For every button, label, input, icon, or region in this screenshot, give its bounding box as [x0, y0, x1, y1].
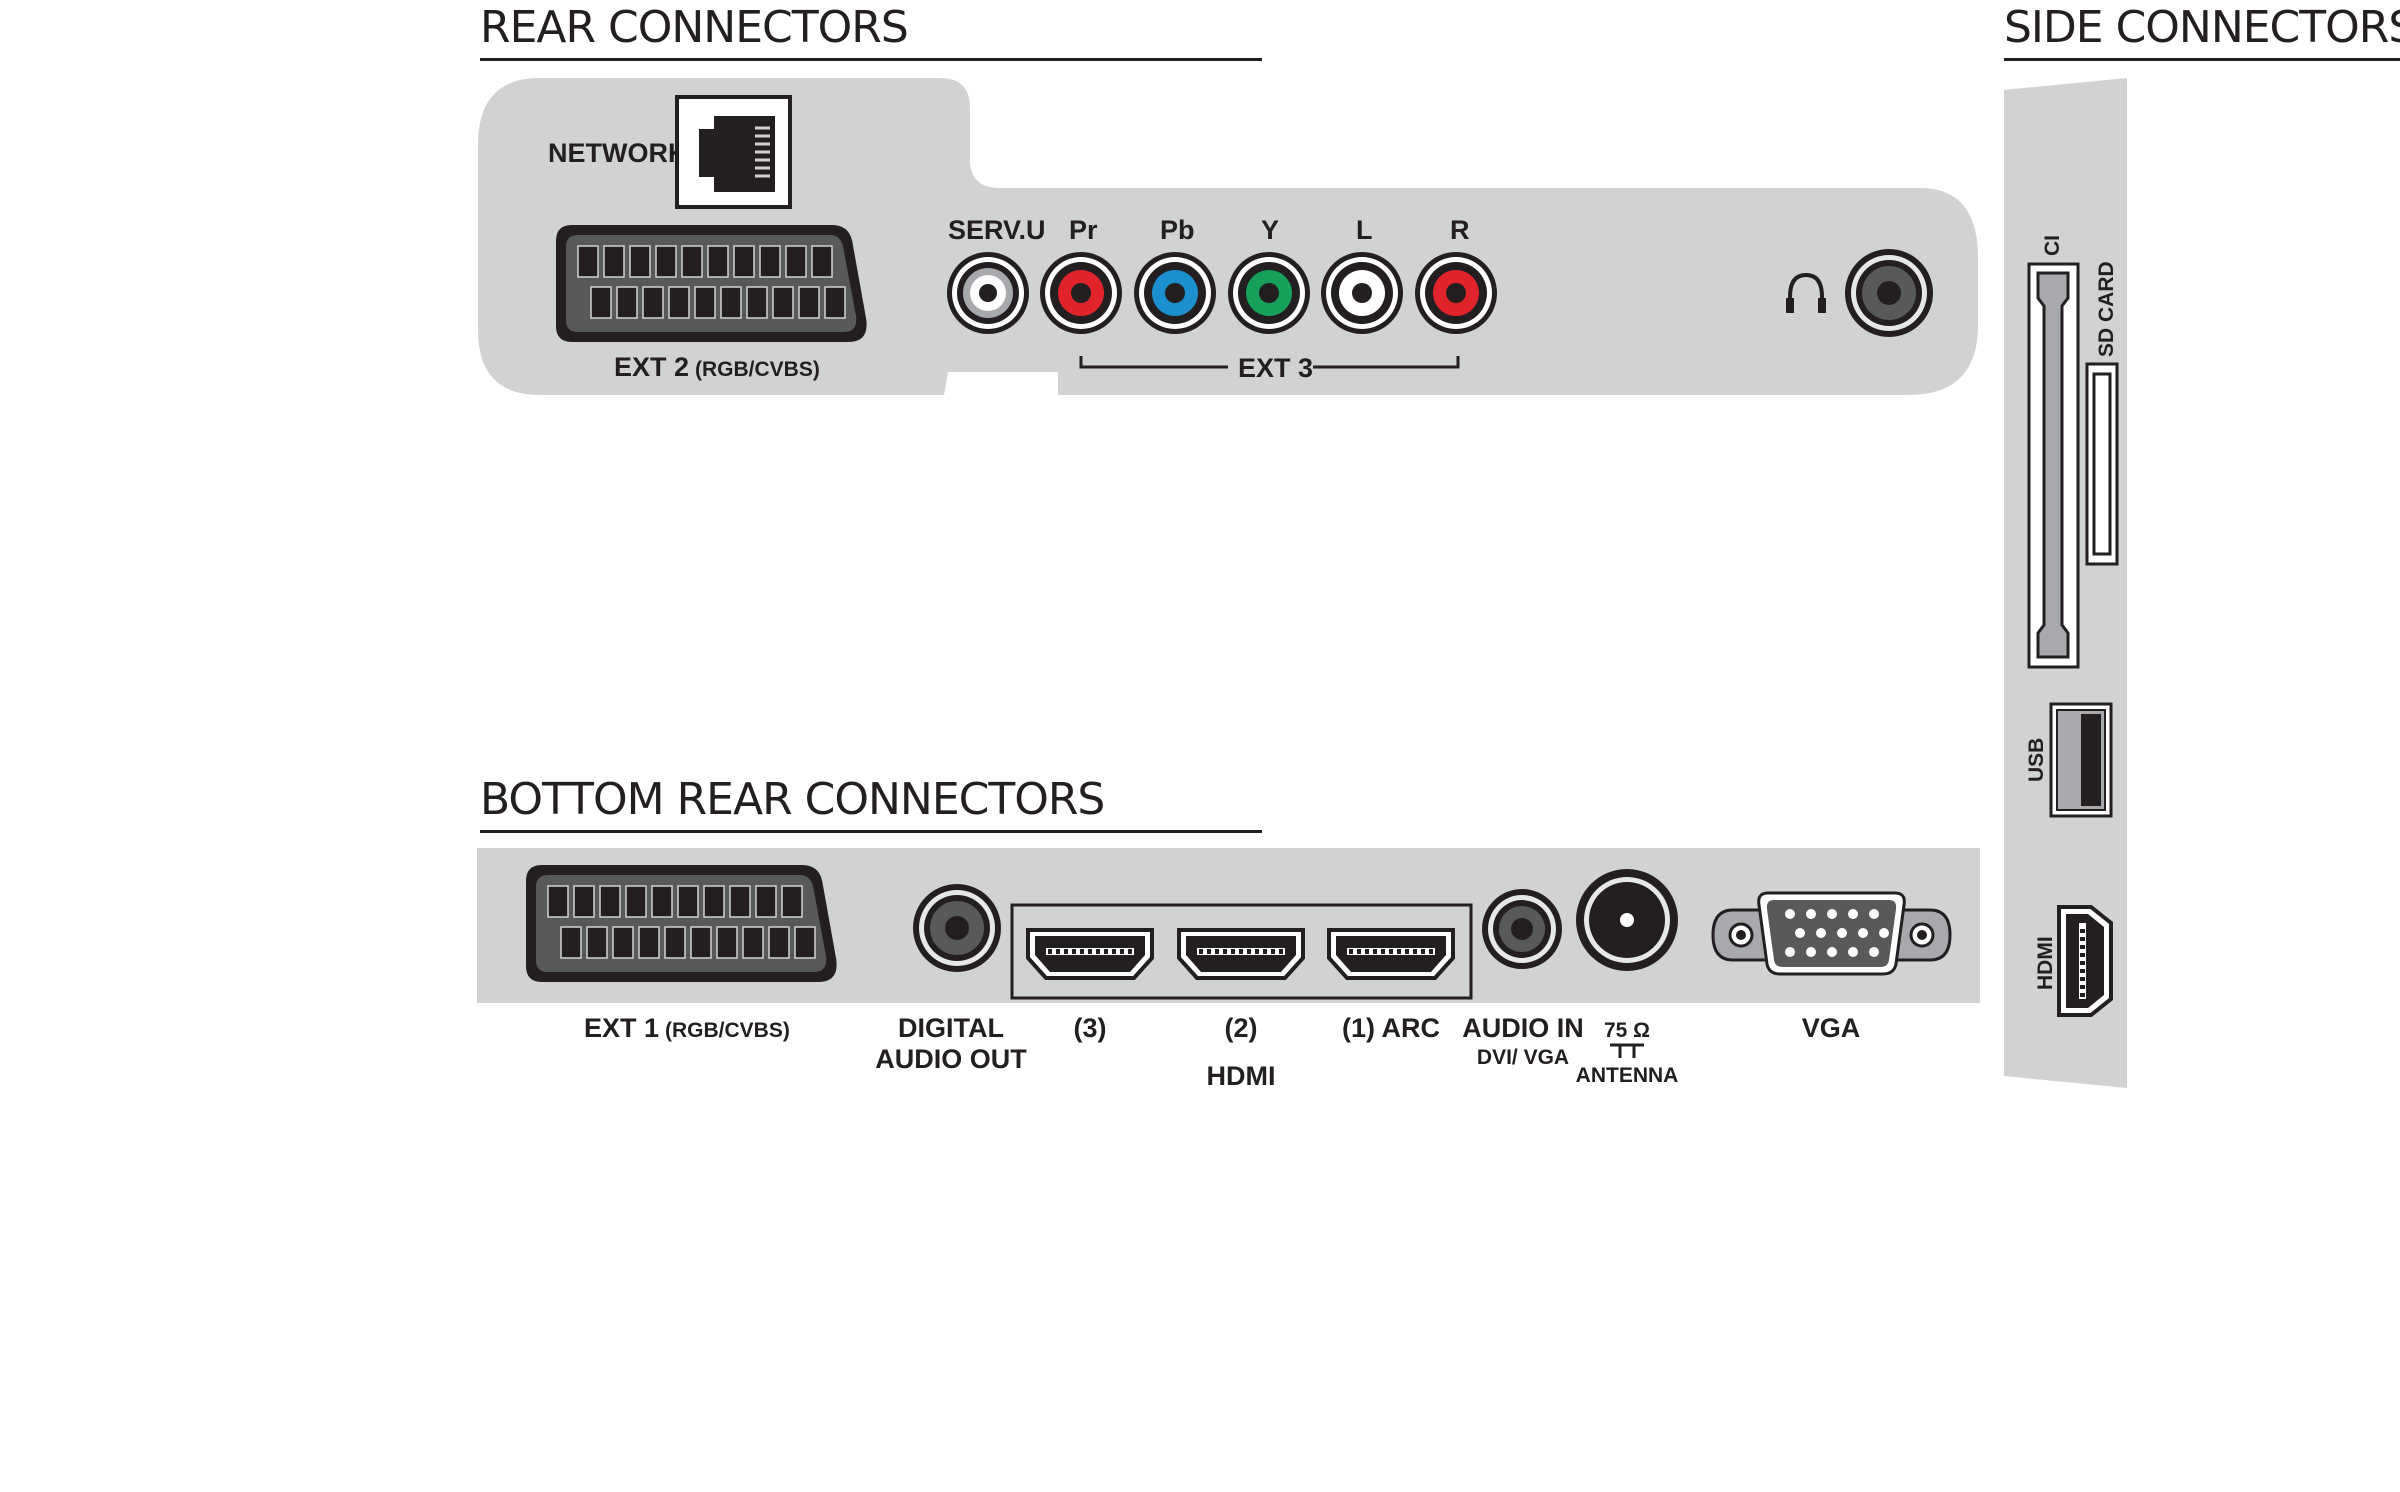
coax-icon	[1576, 869, 1678, 971]
hdmi-icon	[1177, 928, 1305, 980]
ext1-label: EXT 1	[584, 1013, 659, 1043]
hdmi-group-frame	[1010, 903, 1473, 1000]
pr-label: Pr	[1069, 215, 1098, 245]
ext2-sub-label: (RGB/CVBS)	[695, 358, 820, 381]
sd-slot-icon	[2085, 362, 2119, 566]
ohm-label: 75 Ω	[1604, 1019, 1650, 1042]
heading-bottom-rear-connectors: BOTTOM REAR CONNECTORS	[480, 774, 1104, 825]
hdmi-icon	[1026, 928, 1154, 980]
scart-icon	[526, 865, 837, 982]
r-label: R	[1450, 215, 1470, 245]
usb-label: USB	[2025, 738, 2048, 782]
y-label: Y	[1261, 215, 1279, 245]
ext2-label: EXT 2	[614, 352, 689, 382]
ci-label: CI	[2041, 235, 2064, 256]
sd-card-label: SD CARD	[2095, 261, 2118, 357]
network-label: NETWORK	[548, 138, 688, 168]
hdmi-icon	[1327, 928, 1455, 980]
headphone-jack	[1845, 249, 1933, 337]
servu-label: SERV.U	[948, 215, 1046, 245]
heading-rear-underline	[480, 58, 1262, 61]
rca-r-jack	[1415, 252, 1497, 334]
rca-l-jack	[1321, 252, 1403, 334]
rca-servu-jack	[947, 252, 1029, 334]
audio-in-label: AUDIO IN	[1462, 1013, 1584, 1043]
audio-in-jack	[1482, 889, 1562, 969]
antenna-symbol-icon	[1610, 1043, 1644, 1058]
heading-rear-connectors: REAR CONNECTORS	[480, 2, 908, 53]
dvi-vga-label: DVI/ VGA	[1477, 1046, 1569, 1069]
antenna-label: ANTENNA	[1576, 1064, 1679, 1087]
ext3-label: EXT 3	[1238, 353, 1313, 383]
audio-out-label: AUDIO OUT	[875, 1044, 1027, 1074]
scart-icon	[556, 225, 867, 342]
pb-label: Pb	[1160, 215, 1195, 245]
vga-icon	[1711, 891, 1952, 976]
hdmi2-label: (2)	[1225, 1013, 1258, 1043]
hdmi-icon	[2057, 905, 2113, 1017]
ext1-sub-label: (RGB/CVBS)	[665, 1019, 790, 1042]
headphone-icon	[1786, 272, 1826, 313]
ci-slot-icon	[2027, 262, 2080, 669]
digital-audio-out-jack	[913, 884, 1001, 972]
rj45-icon	[675, 95, 792, 209]
hdmi1-arc-label: (1) ARC	[1342, 1013, 1440, 1043]
hdmi-group-label: HDMI	[1207, 1061, 1276, 1091]
l-label: L	[1356, 215, 1373, 245]
heading-side-underline	[2004, 58, 2400, 61]
vga-label: VGA	[1802, 1013, 1861, 1043]
rca-y-jack	[1228, 252, 1310, 334]
heading-bottom-underline	[480, 830, 1262, 833]
digital-label: DIGITAL	[898, 1013, 1004, 1043]
usb-icon	[2049, 702, 2113, 818]
side-hdmi-label: HDMI	[2034, 936, 2057, 990]
rca-pb-jack	[1134, 252, 1216, 334]
hdmi3-label: (3)	[1074, 1013, 1107, 1043]
heading-side-connectors: SIDE CONNECTORS	[2004, 2, 2400, 53]
ext3-bracket	[1079, 356, 1460, 369]
rca-pr-jack	[1040, 252, 1122, 334]
